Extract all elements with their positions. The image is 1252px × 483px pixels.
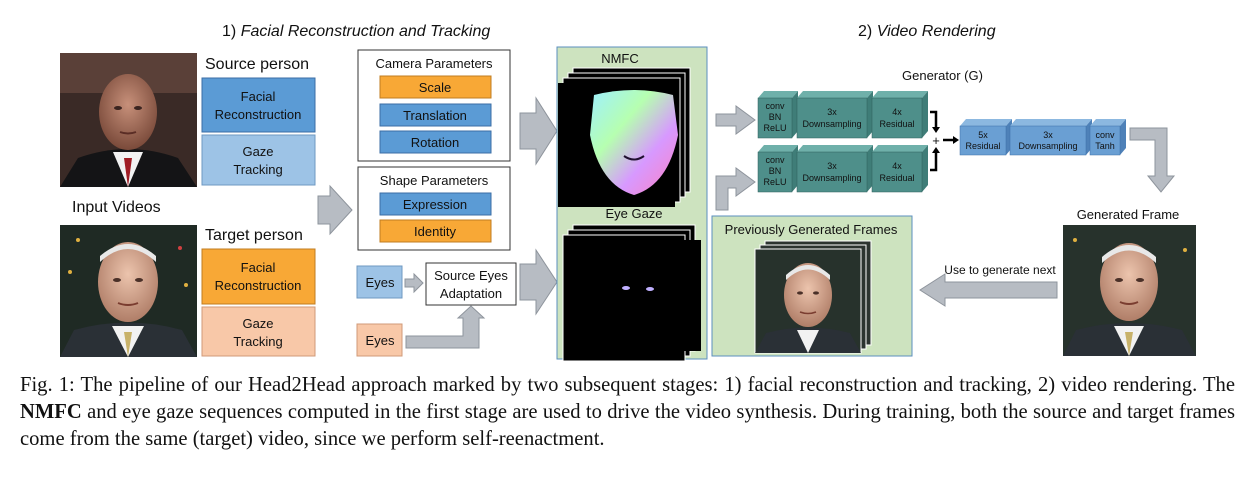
scale-box: Scale xyxy=(379,75,492,99)
svg-text:Downsampling: Downsampling xyxy=(1018,141,1077,151)
svg-text:Reconstruction: Reconstruction xyxy=(215,107,302,122)
expression-box: Expression xyxy=(379,192,492,216)
caption-text-a: The pipeline of our Head2Head approach m… xyxy=(80,374,1235,396)
svg-text:ReLU: ReLU xyxy=(763,177,786,187)
eyes-to-adaptation-arrow xyxy=(404,272,424,294)
source-eyes-adaptation-box: Source Eyes Adaptation xyxy=(425,262,517,306)
svg-text:conv: conv xyxy=(765,155,785,165)
previous-frames-label: Previously Generated Frames xyxy=(725,222,898,237)
svg-text:Gaze: Gaze xyxy=(242,144,273,159)
previous-frames-stack xyxy=(754,240,872,354)
previous-frames-to-generator-arrow xyxy=(715,167,756,211)
inputs-to-params-arrow xyxy=(317,184,353,236)
svg-text:Eyes: Eyes xyxy=(366,333,395,348)
plus-sign: + xyxy=(932,133,940,148)
svg-text:Residual: Residual xyxy=(879,119,914,129)
svg-text:Reconstruction: Reconstruction xyxy=(215,278,302,293)
target-gaze-tracking-box: Gaze Tracking xyxy=(201,306,316,357)
nmfc-label: NMFC xyxy=(601,51,639,66)
source-facial-reconstruction-box: Facial Reconstruction xyxy=(201,77,316,133)
source-video-frame xyxy=(60,53,197,187)
svg-text:Eyes: Eyes xyxy=(366,275,395,290)
svg-text:4x: 4x xyxy=(892,107,902,117)
shape-parameters-title: Shape Parameters xyxy=(380,173,489,188)
svg-text:Residual: Residual xyxy=(965,141,1000,151)
caption-nmfc: NMFC xyxy=(20,401,82,423)
svg-text:5x: 5x xyxy=(978,130,988,140)
svg-text:Scale: Scale xyxy=(419,80,452,95)
svg-text:Adaptation: Adaptation xyxy=(440,286,502,301)
eye-gaze-label: Eye Gaze xyxy=(605,206,662,221)
target-person-title: Target person xyxy=(205,227,303,244)
nmfc-to-generator-arrow xyxy=(715,105,756,135)
svg-text:Gaze: Gaze xyxy=(242,316,273,331)
svg-text:3x: 3x xyxy=(827,161,837,171)
generator-label: Generator (G) xyxy=(902,68,983,83)
generated-frame-image xyxy=(1063,225,1196,356)
downsampling-block: 3x Downsampling xyxy=(1009,119,1092,156)
target-video-frame xyxy=(60,225,197,357)
identity-box: Identity xyxy=(379,219,492,243)
target-eyes-box: Eyes xyxy=(356,323,403,357)
residual-block: 5x Residual xyxy=(959,119,1012,156)
downsampling-block: 3x Downsampling xyxy=(796,145,873,193)
adaptation-to-eyegaze-arrow xyxy=(519,248,558,316)
svg-text:Downsampling: Downsampling xyxy=(802,173,861,183)
svg-text:ReLU: ReLU xyxy=(763,123,786,133)
svg-text:3x: 3x xyxy=(1043,130,1053,140)
generator-merge-branch: 5x Residual 3x Downsampling conv Tanh xyxy=(959,119,1126,156)
input-videos-label: Input Videos xyxy=(72,199,161,216)
svg-text:Tracking: Tracking xyxy=(233,162,282,177)
target-eyes-to-adaptation-arrow xyxy=(405,305,486,349)
rotation-box: Rotation xyxy=(379,130,492,154)
svg-text:BN: BN xyxy=(769,166,782,176)
svg-text:Facial: Facial xyxy=(241,89,276,104)
caption-text-b: and eye gaze sequences computed in the f… xyxy=(20,401,1235,450)
conv-bn-relu-block: conv BN ReLU xyxy=(757,145,798,193)
residual-block: 4x Residual xyxy=(871,91,928,139)
pipeline-diagram: 1) Facial Reconstruction and Tracking 2)… xyxy=(60,23,1196,362)
nmfc-frames xyxy=(558,67,691,207)
svg-text:3x: 3x xyxy=(827,107,837,117)
svg-text:BN: BN xyxy=(769,112,782,122)
svg-text:Residual: Residual xyxy=(879,173,914,183)
svg-text:conv: conv xyxy=(765,101,785,111)
svg-text:Expression: Expression xyxy=(403,197,467,212)
generator-branch-top: conv BN ReLU 3x Downsampling 4x Residual xyxy=(757,91,928,139)
source-eyes-box: Eyes xyxy=(356,265,403,299)
stage2-title: 2) Video Rendering xyxy=(858,23,996,40)
residual-block: 4x Residual xyxy=(871,145,928,193)
svg-text:Identity: Identity xyxy=(414,224,456,239)
eye-gaze-frames xyxy=(562,224,701,362)
generator-output-arrow xyxy=(1129,127,1176,193)
conv-tanh-block: conv Tanh xyxy=(1089,119,1126,156)
generated-frame-label: Generated Frame xyxy=(1077,207,1180,222)
svg-text:Facial: Facial xyxy=(241,260,276,275)
svg-text:Tanh: Tanh xyxy=(1095,141,1115,151)
svg-text:Source Eyes: Source Eyes xyxy=(434,268,508,283)
conv-bn-relu-block: conv BN ReLU xyxy=(757,91,798,139)
feedback-arrow xyxy=(919,273,1058,307)
svg-text:Translation: Translation xyxy=(403,108,467,123)
source-person-title: Source person xyxy=(205,56,309,73)
downsampling-block: 3x Downsampling xyxy=(796,91,873,139)
use-to-generate-next-label: Use to generate next xyxy=(944,263,1056,277)
svg-text:conv: conv xyxy=(1095,130,1115,140)
sum-connector: + xyxy=(930,110,959,172)
figure-caption: Fig. 1: The pipeline of our Head2Head ap… xyxy=(20,372,1235,453)
camera-parameters-title: Camera Parameters xyxy=(375,56,493,71)
svg-text:Tracking: Tracking xyxy=(233,334,282,349)
nmfc-face-mesh xyxy=(590,90,678,195)
generator-branch-bottom: conv BN ReLU 3x Downsampling 4x Residual xyxy=(757,145,928,193)
params-to-nmfc-arrow xyxy=(519,96,558,166)
svg-text:4x: 4x xyxy=(892,161,902,171)
caption-fig-label: Fig. 1: xyxy=(20,374,75,396)
svg-text:Downsampling: Downsampling xyxy=(802,119,861,129)
svg-text:Rotation: Rotation xyxy=(411,135,459,150)
target-facial-reconstruction-box: Facial Reconstruction xyxy=(201,248,316,305)
stage1-title: 1) Facial Reconstruction and Tracking xyxy=(222,23,490,40)
translation-box: Translation xyxy=(379,103,492,127)
source-gaze-tracking-box: Gaze Tracking xyxy=(201,134,316,186)
